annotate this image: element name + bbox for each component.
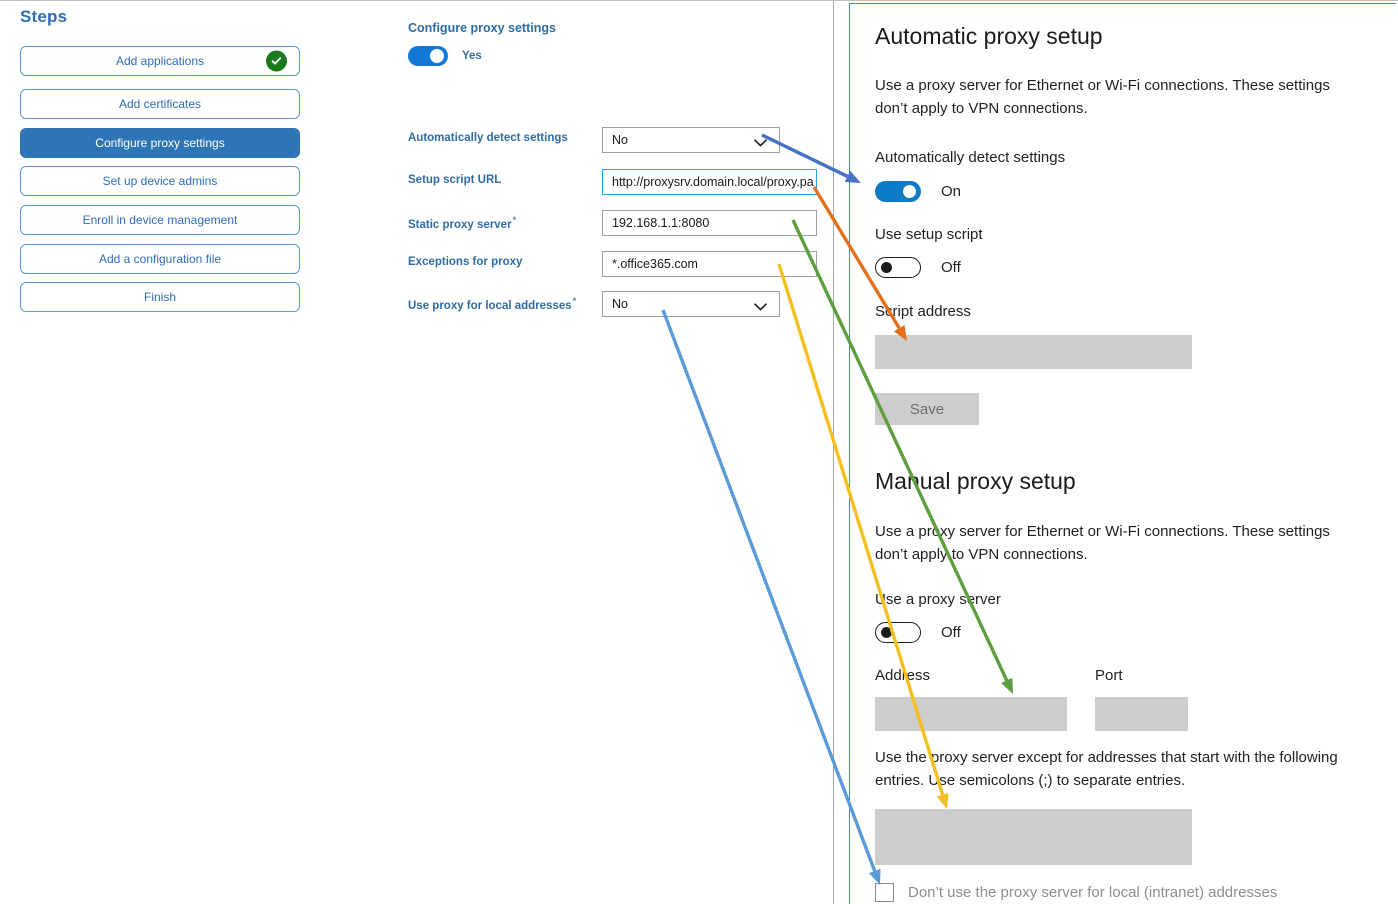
address-input[interactable] [875,697,1067,731]
field-label: Setup script URL [408,174,502,186]
field-label: Exceptions for proxy [408,256,523,268]
automatically-detect-settings-toggle-row[interactable]: On [875,181,961,202]
field-row-static-proxy-server: Static proxy server* 192.168.1.1:8080 [334,210,833,236]
steps-title: Steps [20,7,68,26]
step-item-add-applications[interactable]: Add applications [20,46,300,76]
exceptions-description: Use the proxy server except for addresse… [875,749,1338,789]
port-input[interactable] [1095,697,1188,731]
required-marker: * [572,296,577,306]
use-a-proxy-server-toggle[interactable] [875,622,921,643]
toggle-knob [430,49,444,63]
toggle-knob [903,185,916,198]
field-row-use-proxy-for-local-addresses: Use proxy for local addresses* No [334,291,833,317]
step-label: Set up device admins [102,174,218,188]
field-label: Automatically detect settings [408,132,568,144]
port-label: Port [1095,667,1123,684]
field-label: Static proxy server* [408,215,517,231]
automatically-detect-settings-toggle[interactable] [875,181,921,202]
input-value: *.office365.com [612,257,698,271]
step-label: Finish [143,290,176,304]
use-setup-script-toggle[interactable] [875,257,921,278]
checkbox-icon[interactable] [875,883,894,902]
field-label: Use proxy for local addresses* [408,296,577,312]
automatically-detect-settings-state: On [941,183,962,200]
configure-proxy-toggle-label: Yes [462,50,482,62]
select-value: No [612,133,628,147]
save-button[interactable]: Save [875,393,979,425]
chevron-down-icon [754,136,767,147]
use-setup-script-toggle-row[interactable]: Off [875,257,961,278]
step-label: Enroll in device management [82,213,238,227]
step-item-set-up-device-admins[interactable]: Set up device admins [20,166,300,196]
use-setup-script-label: Use setup script [875,226,983,243]
use-a-proxy-server-state: Off [941,624,961,641]
bypass-local-addresses-row[interactable]: Don’t use the proxy server for local (in… [875,883,1277,902]
exceptions-input[interactable] [875,809,1192,865]
automatically-detect-settings-label: Automatically detect settings [875,149,1066,166]
configure-proxy-form-panel: Configure proxy settings Yes Automatical… [334,1,834,904]
input-value: 192.168.1.1:8080 [612,216,710,230]
use-setup-script-state: Off [941,259,961,276]
windows-proxy-settings-panel: Automatic proxy setup Use a proxy server… [849,3,1396,904]
field-row-exceptions-for-proxy: Exceptions for proxy *.office365.com [334,251,833,277]
select-automatically-detect-settings[interactable]: No [602,127,780,153]
select-value: No [612,297,628,311]
automatic-proxy-setup-description: Use a proxy server for Ethernet or Wi-Fi… [875,77,1330,117]
input-exceptions-for-proxy[interactable]: *.office365.com [602,251,817,277]
step-label: Configure proxy settings [95,136,225,150]
configure-proxy-toggle-row[interactable]: Yes [408,46,482,66]
field-row-automatically-detect-settings: Automatically detect settings No [334,127,833,153]
chevron-down-icon [754,300,767,311]
toggle-knob [881,627,892,638]
step-item-finish[interactable]: Finish [20,282,300,312]
script-address-label: Script address [875,303,971,320]
step-label: Add applications [115,54,205,68]
toggle-knob [881,262,892,273]
address-label: Address [875,667,931,684]
step-item-add-certificates[interactable]: Add certificates [20,89,300,119]
step-item-add-a-configuration-file[interactable]: Add a configuration file [20,244,300,274]
automatic-proxy-setup-heading: Automatic proxy setup [875,23,1103,49]
manual-proxy-setup-heading: Manual proxy setup [875,468,1076,494]
step-label: Add certificates [118,97,202,111]
input-static-proxy-server[interactable]: 192.168.1.1:8080 [602,210,817,236]
select-use-proxy-for-local-addresses[interactable]: No [602,291,780,317]
step-item-configure-proxy-settings[interactable]: Configure proxy settings [20,128,300,158]
field-row-setup-script-url: Setup script URL http://proxysrv.domain.… [334,169,833,195]
configure-proxy-toggle[interactable] [408,46,448,66]
required-marker: * [512,215,517,225]
step-label: Add a configuration file [98,252,222,266]
input-value: http://proxysrv.domain.local/proxy.pa [612,175,814,189]
form-title: Configure proxy settings [408,21,556,35]
input-setup-script-url[interactable]: http://proxysrv.domain.local/proxy.pa [602,169,817,195]
use-a-proxy-server-label: Use a proxy server [875,591,1001,608]
use-a-proxy-server-toggle-row[interactable]: Off [875,622,961,643]
check-circle-icon [266,50,287,72]
step-item-enroll-in-device-management[interactable]: Enroll in device management [20,205,300,235]
manual-proxy-setup-description: Use a proxy server for Ethernet or Wi-Fi… [875,523,1330,563]
bypass-local-addresses-label: Don’t use the proxy server for local (in… [908,884,1278,901]
script-address-input[interactable] [875,335,1192,369]
steps-panel: Steps Add applications Add certificates … [0,1,334,904]
